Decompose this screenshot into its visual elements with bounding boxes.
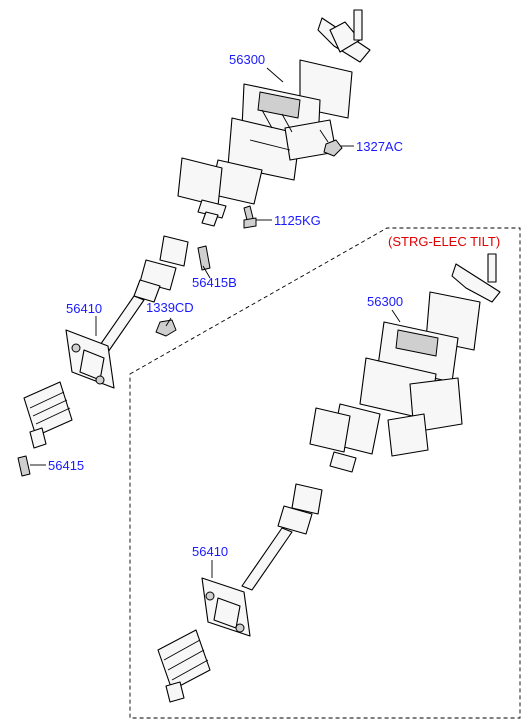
main-assembly [17,9,371,477]
variant-boundary [129,227,521,719]
callout-56415: 56415 [48,458,84,473]
variant-assembly [157,253,501,703]
variant-label: (STRG-ELEC TILT) [388,234,500,249]
bolt-56415 [17,455,31,477]
upper-column-assembly [177,9,371,227]
intermediate-shaft [97,295,145,353]
callout-1125kg: 1125KG [274,213,321,228]
callout-variant-56410: 56410 [192,544,228,559]
bolt-1125kg [243,205,257,229]
callout-1327ac: 1327AC [356,139,403,154]
shaft-assembly [23,329,115,449]
callout-56410: 56410 [66,301,102,316]
nut-1339cd [155,319,177,337]
callout-56300: 56300 [229,52,265,67]
leader-lines-main [30,67,354,466]
universal-joint [133,235,211,303]
callout-variant-56300: 56300 [367,294,403,309]
callout-1339cd: 1339CD [146,300,194,315]
nut-1327ac [319,129,343,157]
leader-lines-variant [211,309,401,578]
callout-56415b: 56415B [192,275,237,290]
